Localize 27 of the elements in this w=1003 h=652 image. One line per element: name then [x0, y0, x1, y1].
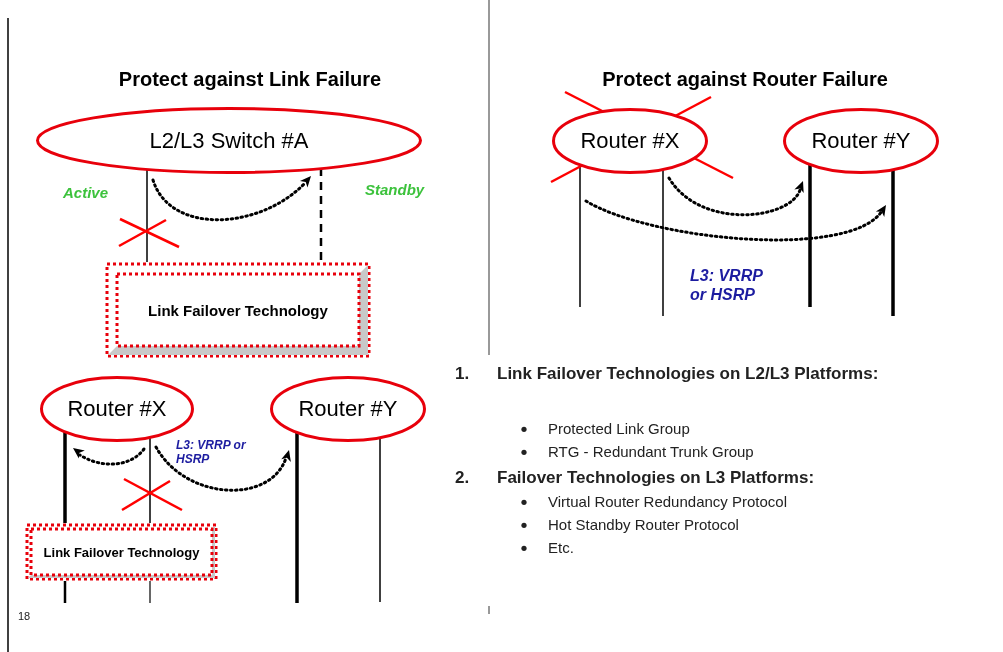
- link-line: [63, 431, 67, 523]
- list-item: RTG - Redundant Trunk Group: [548, 443, 754, 461]
- panel-title: Protect against Router Failure: [601, 67, 889, 91]
- link-line: [891, 169, 895, 316]
- device-ellipse: Router #Y: [783, 108, 939, 174]
- device-ellipse: L2/L3 Switch #A: [36, 107, 422, 174]
- list-number: 1.: [455, 364, 470, 385]
- list-heading: Link Failover Technologies on L2/L3 Platforms:: [497, 364, 880, 385]
- list-item: Hot Standby Router Protocol: [548, 516, 739, 534]
- link-state-label: Standby: [365, 181, 425, 199]
- device-ellipse: Router #X: [552, 108, 708, 174]
- panel-title: Protect against Link Failure: [117, 67, 383, 91]
- list-item: Etc.: [548, 539, 574, 557]
- list-item: Virtual Router Redundancy Protocol: [548, 493, 788, 511]
- page-number: 18: [18, 610, 31, 624]
- device-ellipse: Router #Y: [270, 376, 426, 442]
- technology-box: Link Failover Technology: [25, 523, 218, 581]
- list-item: Protected Link Group: [548, 420, 690, 438]
- list-number: 2.: [455, 468, 470, 489]
- protocol-label: L3: VRRP or HSRP: [690, 266, 764, 305]
- link-state-label: Active: [63, 184, 109, 202]
- link-line: [319, 167, 323, 262]
- link-line: [808, 163, 812, 307]
- link-line: [295, 431, 299, 603]
- list-heading: Failover Technologies on L3 Platforms:: [497, 468, 816, 489]
- link-line: [662, 168, 664, 317]
- technology-box: Link Failover Technology: [105, 262, 371, 358]
